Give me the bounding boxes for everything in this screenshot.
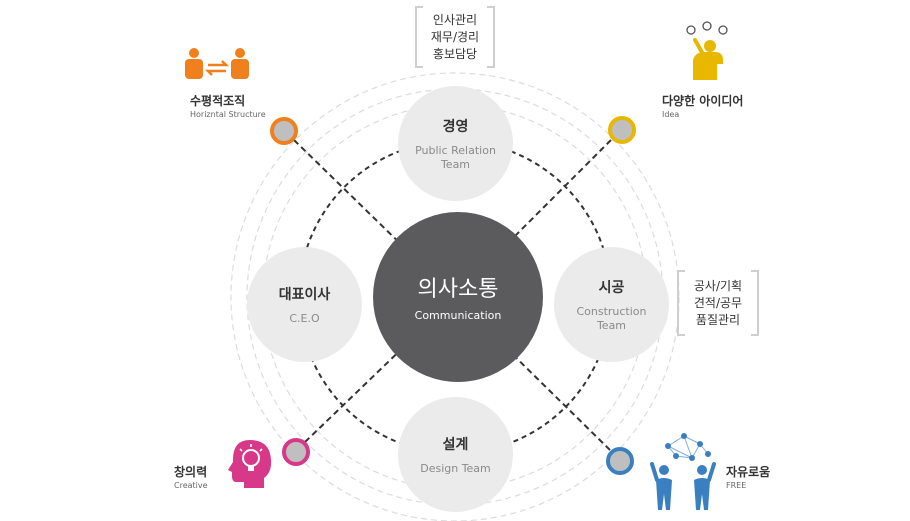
label-bottom-right-en: FREE	[726, 481, 747, 490]
link-top-left	[293, 139, 413, 256]
bracket-right-line-1: 공사/기획	[693, 279, 743, 293]
node-bottom-title: 설계	[442, 436, 469, 453]
people-exchange-icon	[185, 48, 249, 79]
node-bottom-sub1: Design Team	[420, 461, 491, 475]
bracket-top-line-2: 재무/경리	[430, 30, 480, 44]
free-people-icon	[650, 433, 716, 510]
node-bottom: 설계 Design Team	[398, 397, 513, 512]
link-top-right	[497, 139, 612, 254]
bracket-top: 인사관리 재무/경리 홍보담당	[415, 5, 495, 69]
node-top-sub1: Public Relation	[415, 143, 496, 157]
node-top-title: 경영	[442, 118, 469, 135]
node-right-title: 시공	[598, 279, 625, 296]
outer-ring-1	[230, 72, 680, 521]
label-top-right-en: Idea	[662, 110, 680, 119]
bracket-right-line-2: 견적/공무	[693, 296, 743, 310]
node-top-sub2: Team	[440, 157, 471, 171]
label-bottom-right: 자유로움 FREE	[726, 463, 770, 490]
dot-top-right	[608, 116, 636, 144]
node-top: 경영 Public Relation Team	[398, 86, 513, 201]
label-top-left-en: Horizntal Structure	[190, 110, 266, 119]
link-bottom-left	[304, 338, 413, 443]
label-bottom-right-ko: 자유로움	[726, 465, 771, 479]
bracket-right: 공사/기획 견적/공무 품질관리	[677, 269, 759, 337]
node-right-sub2: Team	[596, 318, 627, 332]
node-left-sub1: C.E.O	[289, 311, 320, 325]
dot-bottom-left	[282, 438, 310, 466]
label-top-left: 수평적조직 Horizntal Structure	[190, 92, 266, 119]
label-bottom-left: 창의력 Creative	[174, 463, 208, 490]
label-top-right-ko: 다양한 아이디어	[662, 94, 744, 108]
label-top-left-ko: 수평적조직	[190, 94, 246, 108]
dot-top-left	[270, 117, 298, 145]
center-title: 의사소통	[417, 277, 499, 302]
node-right-sub1: Construction	[576, 304, 647, 318]
node-left-title: 대표이사	[278, 286, 331, 303]
bracket-top-line-3: 홍보담당	[432, 47, 478, 61]
bracket-right-line-3: 품질관리	[695, 313, 741, 327]
label-bottom-left-ko: 창의력	[174, 465, 208, 479]
center-node: 의사소통 Communication	[373, 212, 543, 382]
label-bottom-left-en: Creative	[174, 481, 208, 490]
node-left: 대표이사 C.E.O	[247, 247, 362, 362]
dot-bottom-right	[606, 447, 634, 475]
idea-person-icon	[686, 21, 728, 80]
bracket-top-line-1: 인사관리	[432, 13, 478, 27]
center-subtitle: Communication	[414, 309, 502, 322]
node-right: 시공 Construction Team	[554, 247, 669, 362]
label-top-right: 다양한 아이디어 Idea	[662, 92, 743, 119]
creative-head-icon	[228, 440, 272, 488]
